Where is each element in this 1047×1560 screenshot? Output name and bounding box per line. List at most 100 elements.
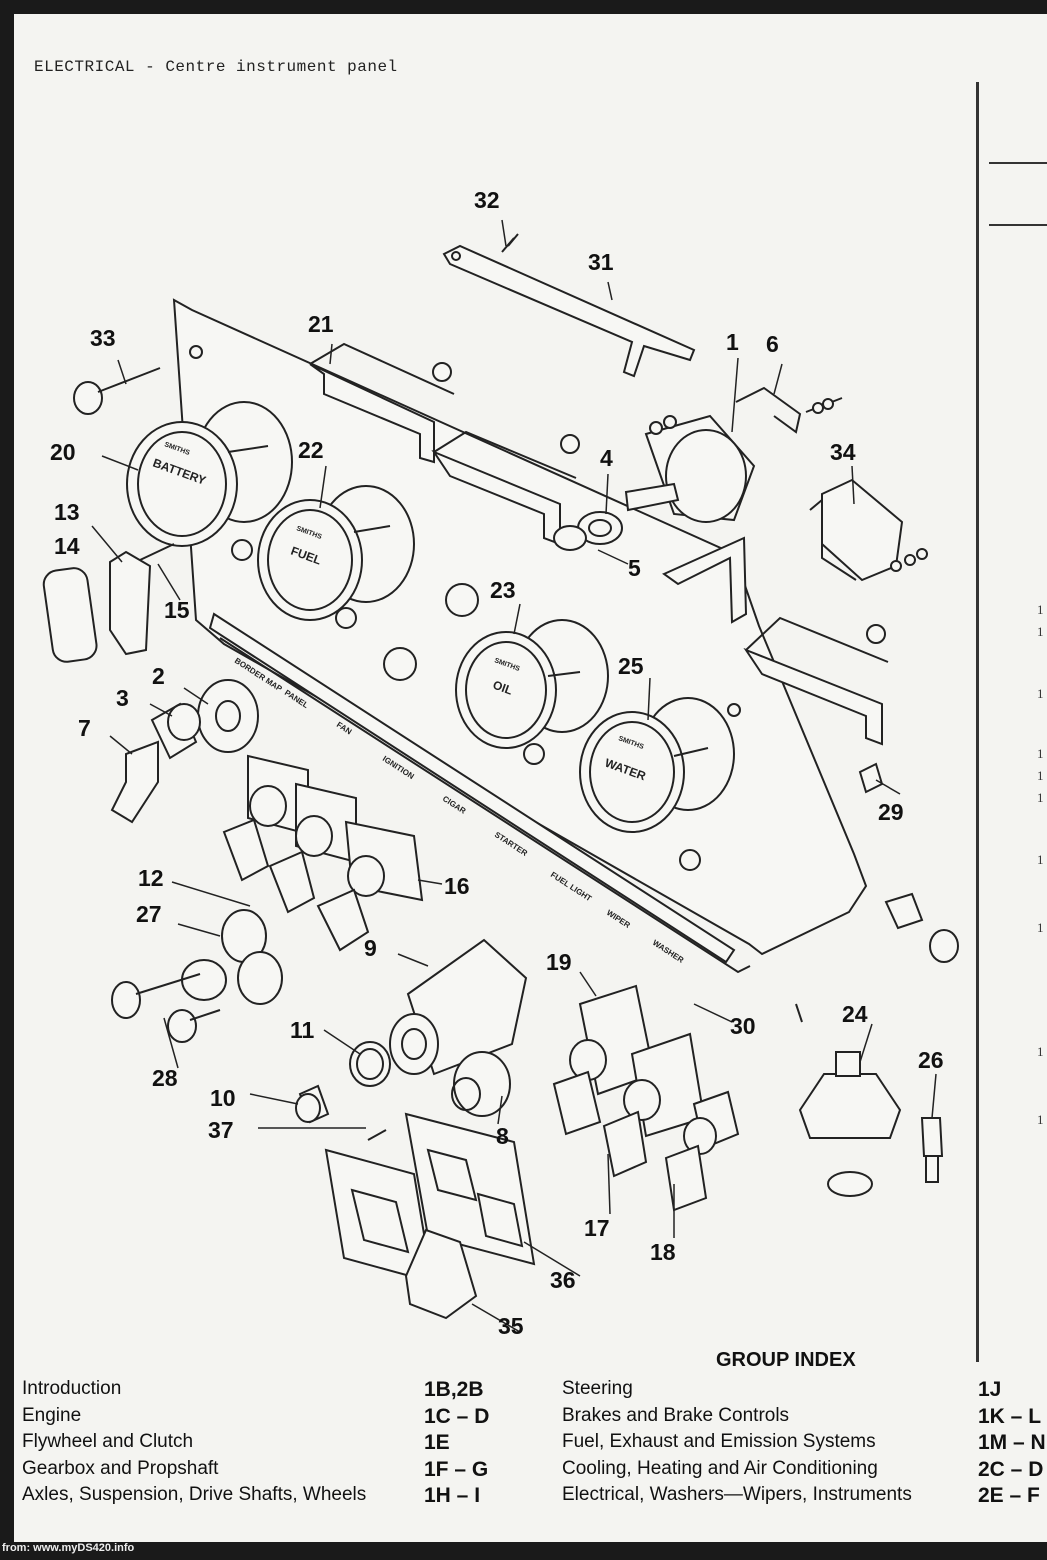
callout-32: 32 [474,187,500,213]
index-item-name: Steering [562,1378,633,1399]
screw-30 [795,1003,803,1023]
callout-18: 18 [650,1239,676,1265]
index-item-code: 1M – N [978,1431,1046,1454]
callout-22: 22 [298,437,324,463]
callout-37: 37 [208,1117,234,1143]
group-index-left-names: Introduction Engine Flywheel and Clutch … [22,1378,366,1511]
group-index-title: GROUP INDEX [716,1349,856,1371]
group-index-left-codes: 1B,2B 1C – D 1E 1F – G 1H – I [424,1378,489,1511]
gauge-fuel: FUEL SMITHS [257,485,415,621]
edge-number: 1 [1037,602,1044,617]
callout-23: 23 [490,577,516,603]
washer-5 [553,525,587,551]
callout-28: 28 [152,1065,178,1091]
gauge-oil: OIL SMITHS [455,619,609,749]
callout-numbers: 1 2 3 4 5 6 7 8 9 10 11 12 13 14 15 16 1… [50,187,944,1339]
gauge-battery: BATTERY SMITHS [126,401,293,547]
edge-number: 1 [1037,768,1044,783]
push-switch-27 [111,909,283,1043]
bulb-29 [858,762,884,794]
callout-15: 15 [164,597,190,623]
switch-35 [404,1228,478,1320]
oil-pressure-sender-24 [798,1051,902,1197]
index-item-code: 2E – F [978,1484,1040,1507]
callout-5: 5 [628,555,641,581]
strip-label-wiper: WIPER [605,908,632,930]
edge-number: 1 [1037,1112,1044,1127]
edge-number: 1 [1037,920,1044,935]
plug-grommet [884,892,959,963]
edge-number: 1 [1037,852,1044,867]
instrument-panel-plate [172,298,868,956]
callout-25: 25 [618,653,644,679]
bezel-2 [197,679,259,753]
callout-35: 35 [498,1313,524,1339]
exploded-view-diagram: BORDER MAP PANEL FAN IGNITION CIGAR STAR… [42,187,959,1339]
index-item-name: Brakes and Brake Controls [562,1404,790,1426]
lamp-8 [453,1051,511,1117]
callout-10: 10 [210,1085,236,1111]
callout-8: 8 [496,1123,509,1149]
index-item-name: Flywheel and Clutch [22,1431,194,1452]
screw-37 [367,1129,387,1141]
edge-number: 1 [1037,624,1044,639]
callout-31: 31 [588,249,614,275]
index-item-code: 1K – L [978,1404,1042,1428]
temperature-sensor-26 [920,1117,944,1183]
callout-24: 24 [842,1001,868,1027]
control-unit-1 [624,414,756,523]
index-item-name: Engine [22,1404,82,1426]
gauge-oil-label: OIL [491,678,515,698]
screw-32 [501,233,519,253]
clip-mid [662,536,748,624]
index-item-code: 1C – D [424,1404,490,1428]
index-item-name: Axles, Suspension, Drive Shafts, Wheels [22,1484,367,1505]
clip-lower [743,647,883,746]
callout-27: 27 [136,901,162,927]
callout-21: 21 [308,311,334,337]
switch-lever-7 [110,740,159,824]
bracket-31 [442,244,696,378]
callout-14: 14 [54,533,80,559]
callout-36: 36 [550,1267,576,1293]
bracket-6 [735,386,802,434]
page-header: ELECTRICAL - Centre instrument panel [34,58,398,76]
edge-number: 1 [1037,1044,1044,1059]
callout-26: 26 [918,1047,944,1073]
strip-label-cigar: CIGAR [441,794,468,816]
index-item-code: 1F – G [424,1457,489,1481]
index-item-code: 2C – D [978,1457,1044,1481]
leader-lines [91,219,937,1333]
index-item-code: 1J [978,1378,1002,1401]
clip-upper [431,449,561,546]
adjacent-page-edge: 1 1 1 1 1 1 1 1 1 1 [976,82,1047,1362]
callout-19: 19 [546,949,572,975]
callout-13: 13 [54,499,80,525]
group-index-right-codes: 1J 1K – L 1M – N 2C – D 2E – F [978,1378,1047,1511]
index-item-name: Introduction [22,1378,122,1399]
index-item-name: Electrical, Washers—Wipers, Instruments [562,1484,912,1505]
callout-30: 30 [730,1013,756,1039]
screw-15 [139,543,175,561]
switch-label-strip [208,612,736,964]
source-footer: from: www.myDS420.info [2,1542,135,1554]
index-item-code: 1H – I [424,1484,481,1507]
callout-1: 1 [726,329,739,355]
callout-4: 4 [600,445,613,471]
index-item-code: 1B,2B [424,1378,484,1401]
callout-7: 7 [78,715,91,741]
callout-2: 2 [152,663,165,689]
callout-16: 16 [444,873,470,899]
callout-20: 20 [50,439,76,465]
index-item-name: Cooling, Heating and Air Conditioning [562,1457,878,1479]
relay-34 [809,478,928,582]
callout-29: 29 [878,799,904,825]
gaskets-36 [324,1112,536,1284]
callout-6: 6 [766,331,779,357]
rocker-switches-17-18-19 [552,984,740,1212]
knob-33 [73,367,161,415]
rocker-switches-16 [222,754,424,952]
group-index-right-names: Steering Brakes and Brake Controls Fuel,… [562,1378,912,1511]
edge-number: 1 [1037,746,1044,761]
diagram-sheet: ELECTRICAL - Centre instrument panel BOR… [14,14,1047,1542]
